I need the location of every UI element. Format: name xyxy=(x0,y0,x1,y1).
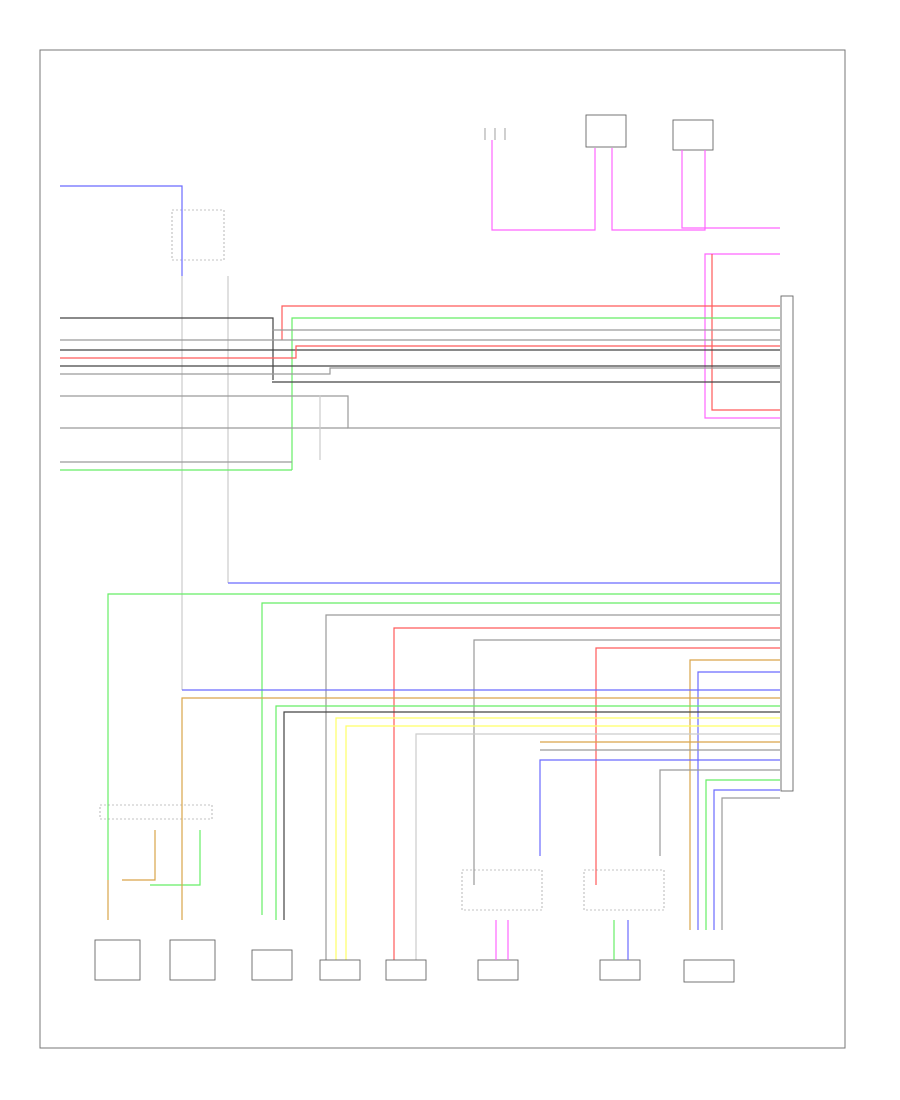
top-sensor xyxy=(484,128,506,140)
wire-green-bus-1 xyxy=(291,317,780,470)
top-connector-b xyxy=(672,119,714,151)
wire-red-bus-5 xyxy=(60,345,780,359)
multi-connector xyxy=(683,959,735,983)
speaker-3 xyxy=(251,949,293,981)
left-lower-junction xyxy=(99,804,213,820)
wire-red-lower-4 xyxy=(393,627,780,960)
wire-green-lower-2 xyxy=(261,602,780,915)
wire-dark-lower-12 xyxy=(283,711,780,920)
speaker-6 xyxy=(461,869,543,981)
speaker-7-body xyxy=(599,959,641,981)
left-lower-junction-box xyxy=(99,804,213,820)
wire-orange-lower-10 xyxy=(181,697,780,800)
speaker-2-body xyxy=(169,939,216,981)
right-connector-upper xyxy=(780,295,794,792)
speaker-1-body xyxy=(94,939,141,981)
wire-light-lower-15 xyxy=(415,733,780,960)
top-connector-a xyxy=(585,114,627,148)
top-connector-a-body xyxy=(585,114,627,148)
wire-dark-left-1 xyxy=(60,317,274,380)
wire-yellow-lower-13 xyxy=(335,717,780,960)
wire-red-lower-6 xyxy=(595,647,780,885)
wire-blue-lower-18 xyxy=(539,759,780,856)
wire-green-lower-20 xyxy=(705,779,780,930)
wire-blue-lower-21 xyxy=(713,789,780,930)
speaker-7 xyxy=(583,869,665,981)
wire-yellow-lower-14 xyxy=(345,725,780,960)
wire-blue-top xyxy=(60,185,183,276)
wire-gray-lower-22 xyxy=(721,797,780,930)
speaker-7-crossover xyxy=(583,869,665,911)
diagram-frame xyxy=(39,49,846,1049)
wire-pink-right-upper xyxy=(681,150,780,229)
left-junction-box xyxy=(171,209,225,261)
speaker-5 xyxy=(385,959,427,981)
wire-pink-right-loop xyxy=(704,253,780,419)
speaker-5-body xyxy=(385,959,427,981)
speaker-4-body xyxy=(319,959,361,981)
wire-orange-junction-a xyxy=(122,830,156,881)
wire-green-junction-b xyxy=(150,830,201,886)
wire-red-bus-1 xyxy=(281,305,780,340)
wire-orange-lower-7 xyxy=(689,659,780,930)
speaker-6-crossover xyxy=(461,869,543,911)
wire-gray-lower-3 xyxy=(325,614,780,960)
wire-gray-lower-19 xyxy=(659,769,780,856)
wire-pink-sensor xyxy=(491,140,596,231)
speaker-2 xyxy=(169,939,216,981)
wire-green-lower-1 xyxy=(107,593,780,880)
speaker-4 xyxy=(319,959,361,981)
speaker-3-body xyxy=(251,949,293,981)
wire-gray-bus-7 xyxy=(60,367,780,375)
multi-connector-body xyxy=(683,959,735,983)
right-connector-body xyxy=(780,295,794,792)
left-junction xyxy=(171,209,225,261)
wire-green-lower-11 xyxy=(275,705,780,920)
wire-gray-lower-5 xyxy=(473,639,780,885)
speaker-1 xyxy=(94,939,141,981)
wire-blue-lower-8 xyxy=(697,671,780,930)
wire-gray-bus-9 xyxy=(60,395,780,429)
wire-red-right-loop xyxy=(711,254,780,411)
wire-pink-connector xyxy=(611,148,706,231)
speaker-6-body xyxy=(477,959,519,981)
top-connector-b-body xyxy=(672,119,714,151)
